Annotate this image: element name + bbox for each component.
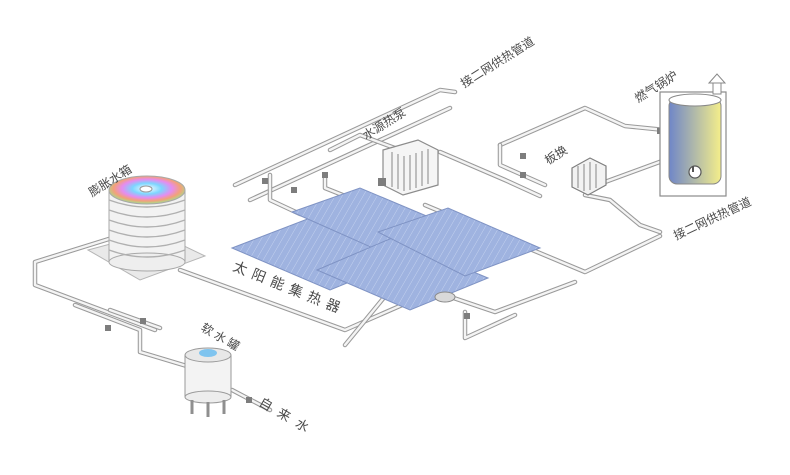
secondary-network-top-label: 接二网供热管道 — [458, 33, 537, 90]
softener-tank — [184, 347, 232, 417]
valve — [246, 397, 252, 403]
secondary-network-right-label: 接二网供热管道 — [671, 194, 753, 243]
valve — [105, 325, 111, 331]
valve — [322, 172, 328, 178]
expansion-tank — [86, 175, 207, 281]
plate-heat-exchanger — [571, 157, 607, 196]
up-arrow-icon — [707, 73, 727, 95]
heat-pump-unit — [378, 139, 439, 196]
tap-water-label: 自来水 — [256, 395, 318, 439]
valve — [291, 187, 297, 193]
gas-boiler — [659, 73, 727, 197]
valve — [520, 153, 526, 159]
valve — [140, 318, 146, 324]
pipe-network — [32, 87, 668, 413]
valve — [262, 178, 268, 184]
valve — [520, 172, 526, 178]
solar-collector-array — [230, 187, 542, 311]
plate-exchanger-label: 板换 — [542, 143, 570, 168]
valve — [464, 313, 470, 319]
